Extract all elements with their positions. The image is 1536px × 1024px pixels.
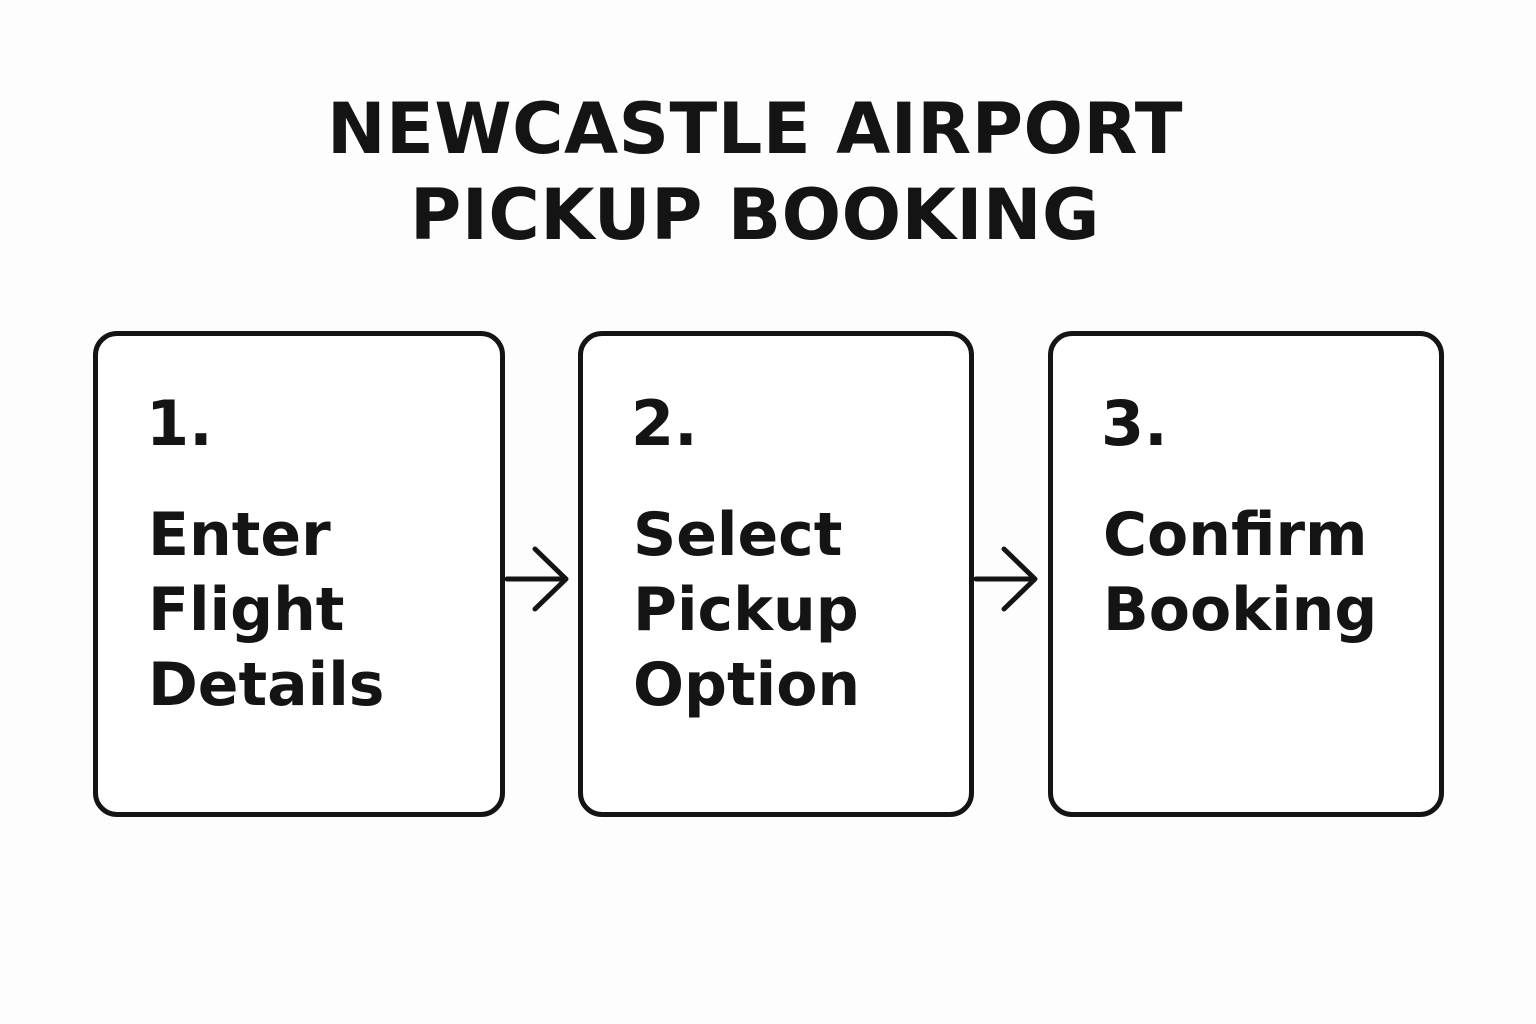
step-label-line: Confirm	[1103, 500, 1368, 570]
step-box-confirm-booking: 3. Confirm Booking	[1048, 331, 1444, 817]
step-label: Enter Flight Details	[148, 498, 490, 723]
step-label-line: Enter	[148, 500, 331, 570]
step-label: Confirm Booking	[1103, 498, 1429, 648]
step-box-enter-flight-details: 1. Enter Flight Details	[93, 331, 505, 817]
step-label: Select Pickup Option	[633, 498, 959, 723]
diagram-title: NEWCASTLE AIRPORT PICKUP BOOKING	[0, 86, 1510, 258]
step-number: 1.	[146, 387, 213, 460]
step-label-line: Select	[633, 500, 843, 570]
title-line-1: NEWCASTLE AIRPORT	[326, 88, 1184, 170]
step-label-line: Booking	[1103, 575, 1378, 645]
arrow-right-icon	[504, 546, 569, 612]
title-line-2: PICKUP BOOKING	[410, 174, 1100, 256]
step-label-line: Option	[633, 650, 861, 720]
step-number: 3.	[1101, 387, 1168, 460]
arrow-right-icon	[973, 546, 1038, 612]
step-label-line: Flight	[148, 575, 345, 645]
step-number: 2.	[631, 387, 698, 460]
step-label-line: Pickup	[633, 575, 859, 645]
step-box-select-pickup-option: 2. Select Pickup Option	[578, 331, 974, 817]
step-label-line: Details	[148, 650, 385, 720]
